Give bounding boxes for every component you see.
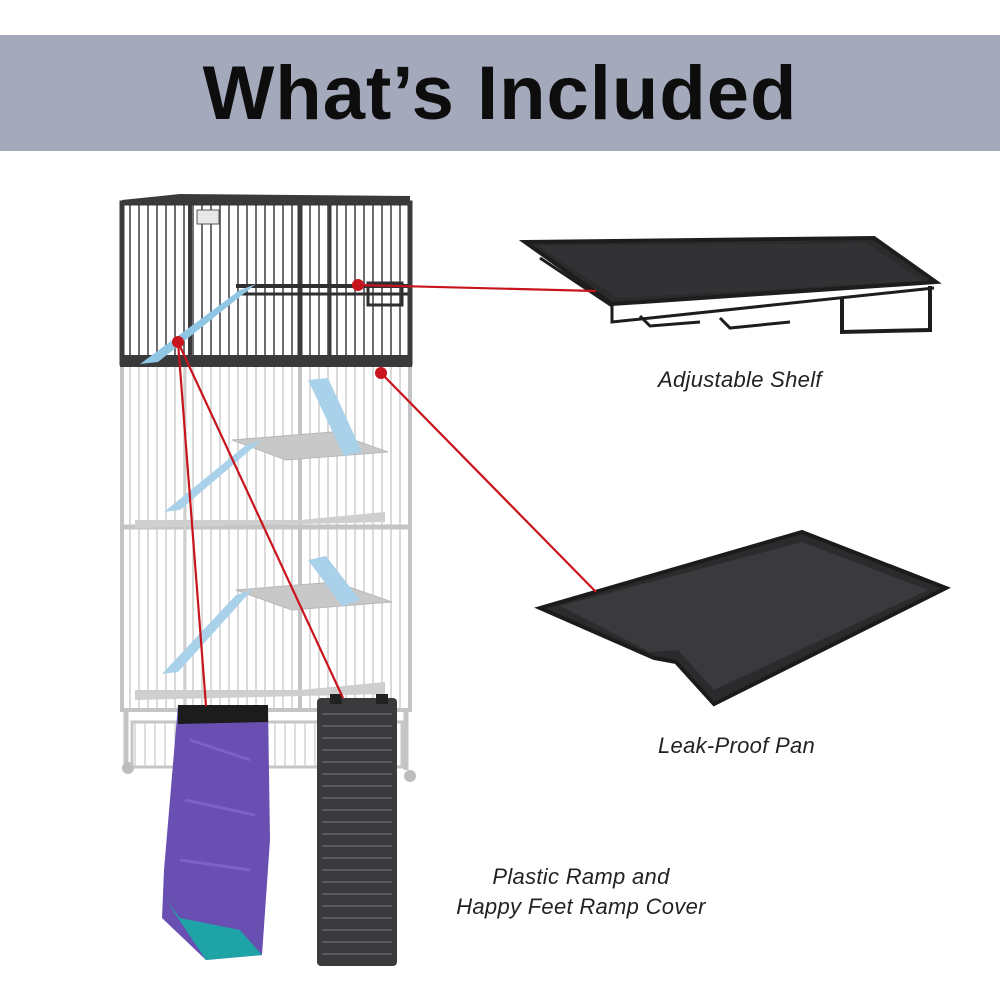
ramp-label-line-1: Plastic Ramp and [492,864,670,889]
callout-lines [172,279,597,707]
callout-dot-shelf [352,279,364,291]
adjustable-shelf-image [518,235,942,335]
ramp-label: Plastic Ramp and Happy Feet Ramp Cover [0,862,1000,922]
cage-upper-section [119,194,413,367]
plastic-ramp-image [317,694,397,966]
ramp-cover-image [162,705,270,960]
header-banner: What’s Included [0,35,1000,151]
ramp-label-line-2: Happy Feet Ramp Cover [456,894,706,919]
leak-proof-pan-label: Leak-Proof Pan [658,733,816,758]
callout-dot-ramp [172,336,184,348]
leak-proof-pan-image [534,529,951,707]
page-title: What’s Included [202,50,798,136]
adjustable-shelf-label: Adjustable Shelf [658,367,822,392]
callout-dot-pan [375,367,387,379]
